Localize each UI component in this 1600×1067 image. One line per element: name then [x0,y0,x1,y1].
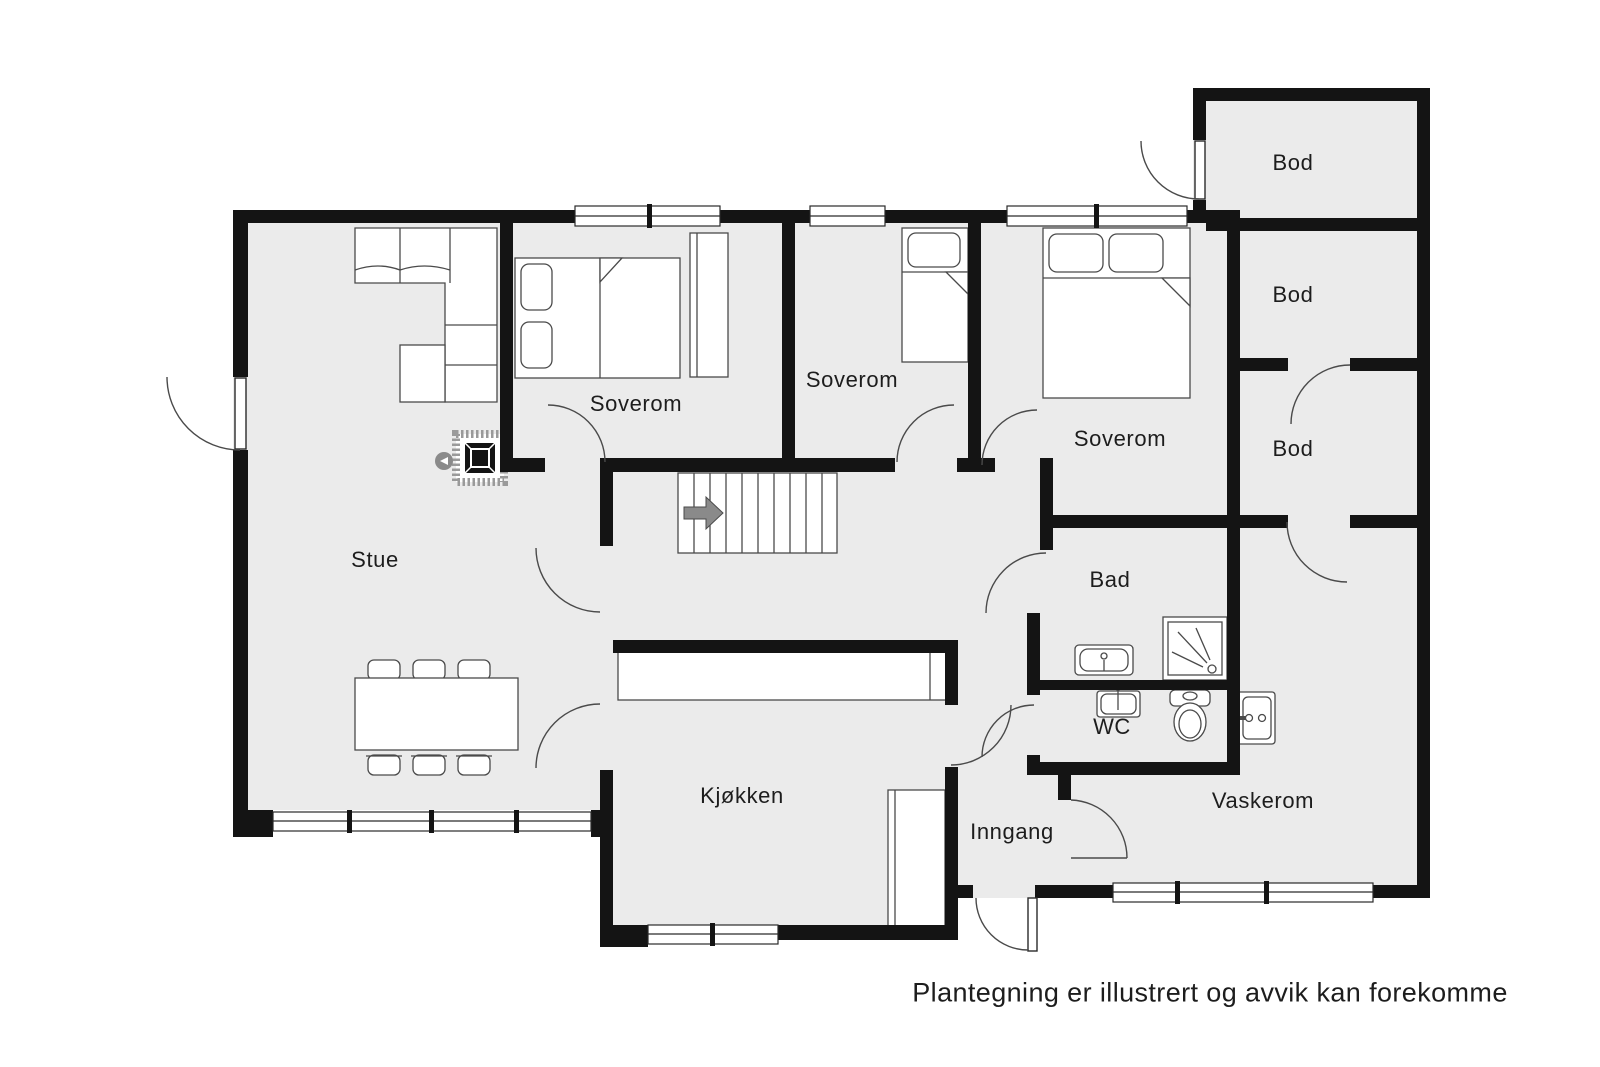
wall [1027,762,1240,775]
wall [1058,775,1071,800]
wall [958,885,973,898]
wall [957,458,995,472]
door-bod-3-vaskerom [1286,521,1348,583]
room-label-wc: WC [1093,714,1131,739]
stairs-direction-arrow-icon [683,495,724,531]
wall [233,223,248,377]
wall [1227,223,1240,773]
wall [600,458,613,546]
wall [1040,458,1053,550]
walls [233,88,1430,947]
wall [1373,885,1430,898]
toilet [1169,689,1211,742]
door-kjokken [950,704,1012,766]
wall [945,767,958,940]
sofa-chaise [399,344,446,403]
wall [233,810,273,837]
door-inngang-exterior [975,897,1038,952]
room-label-soverom-1: Soverom [589,391,683,416]
doors [166,140,1351,952]
wall [1417,88,1430,898]
room-label-bod-3: Bod [1272,436,1314,461]
kitchen-counter [617,651,949,701]
wall [613,640,958,653]
window [809,205,886,227]
room-label-inngang: Inngang [970,819,1054,844]
wall [1053,515,1227,528]
wall [1350,515,1430,528]
door-soverom-1 [547,404,606,463]
wall [1040,680,1227,690]
wall [968,223,981,467]
wall [233,450,248,810]
wall [1193,88,1430,101]
wall [1193,101,1206,140]
room-label-vaskerom: Vaskerom [1211,788,1315,813]
door-wc [981,704,1035,758]
window [272,810,592,833]
wall [500,223,513,458]
kitchen-cabinet [887,789,946,928]
door-bad [985,552,1047,614]
room-label-bod-2: Bod [1272,282,1314,307]
bed-double-2 [1042,227,1191,399]
shower [1162,616,1228,681]
wall [778,925,958,940]
bed-double-1 [514,257,681,379]
sofa [354,227,498,403]
furniture-layer [354,227,1276,928]
room-label-bod-1: Bod [1272,150,1314,175]
wall [1350,358,1430,371]
wall [600,925,648,947]
door-stue-exterior [166,376,247,451]
bathroom-sink [1074,644,1134,676]
window [574,204,721,228]
wall [500,458,545,472]
door-bod-2-3 [1290,364,1351,425]
wall [1206,218,1430,231]
wall [233,210,575,223]
stairs [677,472,838,554]
dining-set [354,659,519,776]
door-stue-hall-double [535,547,601,769]
wall [1240,515,1288,528]
wall [1027,613,1040,695]
bed-single [901,227,969,363]
wall [1240,358,1288,371]
wall [600,770,613,810]
wall [945,652,958,705]
door-soverom-3 [981,409,1038,466]
wardrobe [689,232,729,378]
dining-table [354,677,519,751]
door-inngang-vaskerom [1070,799,1128,859]
window [1006,204,1188,228]
window [1112,881,1374,904]
room-label-soverom-2: Soverom [805,367,899,392]
disclaimer-caption: Plantegning er illustrert og avvik kan f… [912,977,1508,1008]
wall [1193,200,1206,210]
room-label-soverom-3: Soverom [1073,426,1167,451]
wall [600,810,613,940]
door-soverom-2 [896,404,955,463]
window [647,923,779,946]
wall [1035,885,1113,898]
room-label-kjokken: Kjøkken [700,783,784,808]
wall [605,458,895,472]
wall [782,223,795,458]
room-label-stue: Stue [351,547,399,572]
windows [272,204,1374,946]
wall [885,210,1007,223]
door-bod-1-exterior [1140,140,1206,200]
room-label-bad: Bad [1089,567,1131,592]
wall [720,210,810,223]
